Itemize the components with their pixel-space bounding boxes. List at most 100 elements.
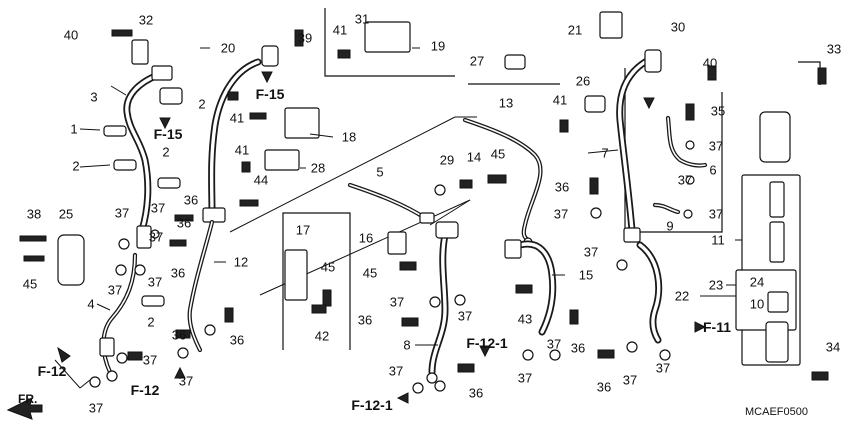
leader-lines — [54, 47, 742, 389]
washers-bolts — [19, 29, 829, 394]
callout: 36 — [554, 179, 570, 195]
callout: 13 — [498, 95, 514, 111]
page-ref: F-12-1 — [351, 397, 393, 413]
callout: 24 — [749, 274, 765, 290]
callout: 37 — [457, 308, 473, 324]
callout: 37 — [622, 372, 638, 388]
pipe-4 — [99, 252, 138, 382]
callout: 45 — [22, 276, 38, 292]
callout: 37 — [553, 206, 569, 222]
callout: 16 — [358, 230, 374, 246]
callout: 36 — [570, 340, 586, 356]
callout: 45 — [320, 259, 336, 275]
hose-8 — [426, 221, 459, 384]
callout: 36 — [171, 327, 187, 343]
hose-12 — [187, 45, 279, 353]
page-ref: F-15 — [153, 126, 183, 142]
callout: 37 — [150, 200, 166, 216]
callout: 41 — [552, 92, 568, 108]
callout: 37 — [388, 363, 404, 379]
callout: 41 — [229, 110, 245, 126]
diagram-code: MCAEF0500 — [745, 406, 808, 418]
callout: 12 — [233, 254, 249, 270]
callout: 37 — [708, 138, 724, 154]
pipe-5 — [347, 182, 435, 224]
callout: 36 — [183, 192, 199, 208]
callout: 40 — [63, 27, 79, 43]
callout: 19 — [430, 38, 446, 54]
callout: 32 — [138, 12, 154, 28]
callout: 31 — [354, 11, 370, 27]
callout: 25 — [58, 206, 74, 222]
callout: 36 — [357, 312, 373, 328]
page-ref: F-15 — [255, 86, 285, 102]
callout: 37 — [517, 370, 533, 386]
callout: 38 — [26, 206, 42, 222]
callout: 44 — [253, 172, 269, 188]
callout: 41 — [332, 22, 348, 38]
callout: 37 — [148, 229, 164, 245]
callout: 18 — [341, 129, 357, 145]
callout: 45 — [490, 146, 506, 162]
inset-frame-17 — [282, 212, 351, 350]
page-ref: F-11 — [702, 319, 732, 335]
callout: 29 — [439, 152, 455, 168]
callout: 37 — [389, 294, 405, 310]
page-ref: F-12 — [37, 363, 67, 379]
callout: 37 — [546, 336, 562, 352]
callout: 26 — [575, 73, 591, 89]
callout: 2 — [147, 314, 155, 330]
callout: 36 — [596, 379, 612, 395]
callout: 22 — [674, 288, 690, 304]
callout: 37 — [88, 400, 104, 416]
callout: 11 — [711, 232, 725, 248]
callout: 30 — [670, 19, 686, 35]
valve-assembly — [735, 61, 821, 366]
callout: 4 — [87, 296, 95, 312]
callout: 17 — [295, 222, 311, 238]
callout: 45 — [362, 265, 378, 281]
callout: 8 — [403, 337, 411, 353]
callout: 36 — [170, 265, 186, 281]
callout: 36 — [468, 385, 484, 401]
callout: 33 — [826, 41, 842, 57]
callout: 6 — [709, 162, 717, 178]
callout: 37 — [142, 352, 158, 368]
hose-7 — [616, 49, 663, 344]
callout: 37 — [677, 172, 693, 188]
callout: 3 — [90, 89, 98, 105]
arrows — [6, 71, 707, 420]
callout: 43 — [517, 311, 533, 327]
callout: 37 — [178, 373, 194, 389]
callout: 9 — [666, 218, 674, 234]
callout: 35 — [710, 103, 726, 119]
callout: 27 — [469, 53, 485, 69]
callout: 37 — [708, 206, 724, 222]
page-ref: F-12 — [130, 382, 160, 398]
callout: 28 — [310, 160, 326, 176]
callout: 23 — [708, 277, 724, 293]
callout: 1 — [70, 121, 78, 137]
callout: 15 — [578, 267, 594, 283]
callout: 36 — [176, 215, 192, 231]
callout: 40 — [702, 55, 718, 71]
front-direction-label: FR. — [18, 392, 38, 406]
callout: 21 — [567, 22, 583, 38]
callout: 7 — [601, 145, 609, 161]
callout: 37 — [583, 244, 599, 260]
callout: 2 — [198, 96, 206, 112]
hose-3 — [123, 65, 173, 249]
callout: 5 — [376, 164, 384, 180]
page-ref: F-12-1 — [466, 335, 508, 351]
callout: 2 — [162, 144, 170, 160]
callout: 41 — [234, 142, 250, 158]
callout: 2 — [72, 158, 80, 174]
inset-frame-top — [324, 8, 455, 77]
brackets — [57, 11, 623, 307]
callout: 42 — [314, 328, 330, 344]
callout: 37 — [655, 360, 671, 376]
callout: 14 — [466, 149, 482, 165]
lines-13 — [229, 116, 477, 233]
